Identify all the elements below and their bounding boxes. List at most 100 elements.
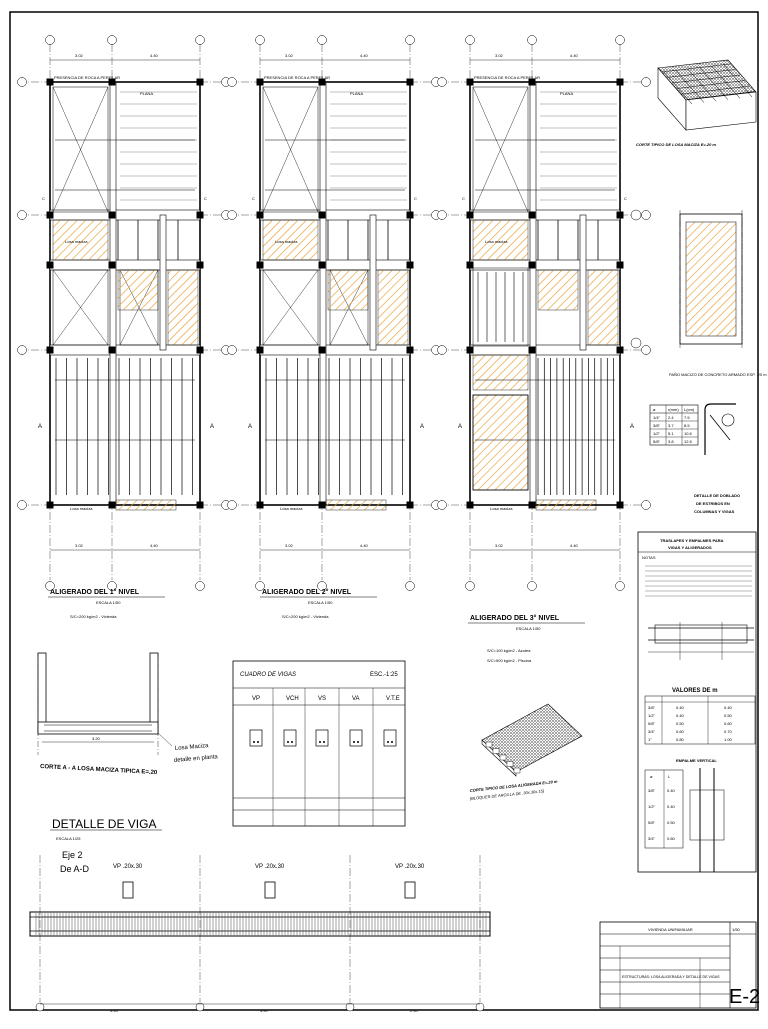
axis-label: C (204, 196, 207, 201)
m-table-cell: 0.80 (676, 737, 685, 742)
axis-bubble (227, 345, 237, 355)
rock-note: PRESENCIA DE ROCA A PERFILAR (264, 75, 330, 80)
beam-section (404, 881, 416, 899)
svg-text:CORTE TIPICO DE LOSA MACIZA E=: CORTE TIPICO DE LOSA MACIZA E=.20 m (636, 142, 716, 147)
column (406, 211, 414, 219)
beam-label: VP .20x.30 (255, 864, 285, 870)
dimension-label: 4.40 (150, 53, 159, 58)
rock-note: PRESENCIA DE ROCA A PERFILAR (54, 75, 120, 80)
m-table-cell: 0.50 (724, 713, 733, 718)
v-table-cell: 5/8" (648, 820, 656, 825)
m-table-cell: 0.40 (676, 705, 685, 710)
v-table-cell: 3/4" (648, 836, 656, 841)
bar-table-cell: 12.5 (684, 439, 693, 444)
beam-section (122, 881, 134, 899)
svg-text:E-2: E-2 (729, 986, 760, 1008)
plana-label: PLANA (140, 91, 153, 96)
m-table-cell: 1" (648, 737, 652, 742)
section-box (283, 729, 297, 747)
axis-label: C (624, 196, 627, 201)
column (108, 261, 116, 269)
axis-bubble (641, 500, 651, 510)
svg-text:S/C=200 kg/m2 - Vivienda: S/C=200 kg/m2 - Vivienda (282, 614, 329, 619)
column (466, 501, 474, 509)
section-marker: A (420, 424, 424, 430)
section-marker: A (210, 424, 214, 430)
m-table-cell: 0.60 (724, 721, 733, 726)
schedule-header: V.T.E (386, 696, 400, 702)
losa-maciza-label: Losa maciza (485, 239, 508, 244)
axis-bubble (641, 77, 651, 87)
column (318, 261, 326, 269)
beam (579, 214, 587, 351)
axis-bubble (17, 500, 27, 510)
dimension-label: 4.40 (360, 543, 369, 548)
axis-bubble (317, 581, 327, 591)
axis-bubble (405, 35, 415, 45)
beam-dimension: 3.40 (260, 1008, 269, 1013)
v-table-cell: 1/2" (648, 804, 656, 809)
svg-text:VIVIENDA UNIFAMILIAR: VIVIENDA UNIFAMILIAR (648, 927, 693, 932)
column (196, 78, 204, 86)
beam-label: VP .20x.30 (113, 864, 143, 870)
svg-text:ESC.-1:25: ESC.-1:25 (370, 672, 398, 678)
m-table-cell: 0.50 (676, 721, 685, 726)
bar-table-cell: 1/4" (653, 415, 661, 420)
column (318, 346, 326, 354)
beam (49, 259, 201, 271)
losa-maciza-hatch (167, 269, 199, 346)
section-box (249, 729, 263, 747)
beam-detail-title: DETALLE DE VIGA ESCALA 1/25 Eje 2 De A-D (50, 817, 162, 874)
bar-table-header: ø (653, 407, 656, 412)
axis-bubble (437, 77, 447, 87)
column (318, 211, 326, 219)
svg-text:S/C=100 kg/m2 - Azotea: S/C=100 kg/m2 - Azotea (487, 648, 531, 653)
svg-text:ESCALA 1/50: ESCALA 1/50 (516, 626, 541, 631)
svg-text:CUADRO DE VIGAS: CUADRO DE VIGAS (240, 672, 296, 678)
axis-bubble (527, 35, 537, 45)
beam (49, 209, 201, 221)
m-table-cell: 0.40 (724, 705, 733, 710)
dimension-label: 3.02 (495, 543, 504, 548)
column (528, 346, 536, 354)
clay-block (513, 767, 521, 774)
dimension-label: 4.40 (360, 53, 369, 58)
column (46, 78, 54, 86)
bar-table-cell: 1/2" (653, 431, 661, 436)
axis-label: C (462, 196, 465, 201)
dimension-label: 3.02 (75, 543, 84, 548)
axis-bubble (17, 210, 27, 220)
svg-text:VALORES DE m: VALORES DE m (672, 688, 718, 694)
section-marker: A (38, 424, 42, 430)
axis-bubble (475, 1002, 485, 1012)
bar-table-cell: 8.5 (684, 423, 690, 428)
beam (259, 259, 411, 271)
svg-text:VIGAS Y ALIGERADOS: VIGAS Y ALIGERADOS (668, 545, 712, 550)
losa-maciza-hatch (472, 219, 529, 261)
section-box (349, 729, 363, 747)
axis-bubble (615, 35, 625, 45)
axis-bubble (195, 581, 205, 591)
column (528, 501, 536, 509)
axis-bubble (35, 1002, 45, 1012)
v-table-header: ø (650, 774, 653, 779)
losa-maciza-hatch (377, 269, 409, 346)
svg-text:ESCALA 1/50: ESCALA 1/50 (96, 600, 121, 605)
losa-maciza-hatch (472, 354, 529, 391)
column (256, 501, 264, 509)
column (108, 78, 116, 86)
column (46, 501, 54, 509)
column (466, 211, 474, 219)
column (466, 261, 474, 269)
bar-table-cell: 3.7 (668, 423, 674, 428)
beam (319, 81, 327, 506)
m-table-cell: 5/8" (648, 721, 656, 726)
svg-text:ALIGERADO DEL 3° NIVEL: ALIGERADO DEL 3° NIVEL (470, 614, 560, 622)
dimension-label: 4.40 (570, 543, 579, 548)
losa-maciza-label: Losa maciza (70, 506, 93, 511)
v-table-cell: 0.60 (667, 836, 676, 841)
